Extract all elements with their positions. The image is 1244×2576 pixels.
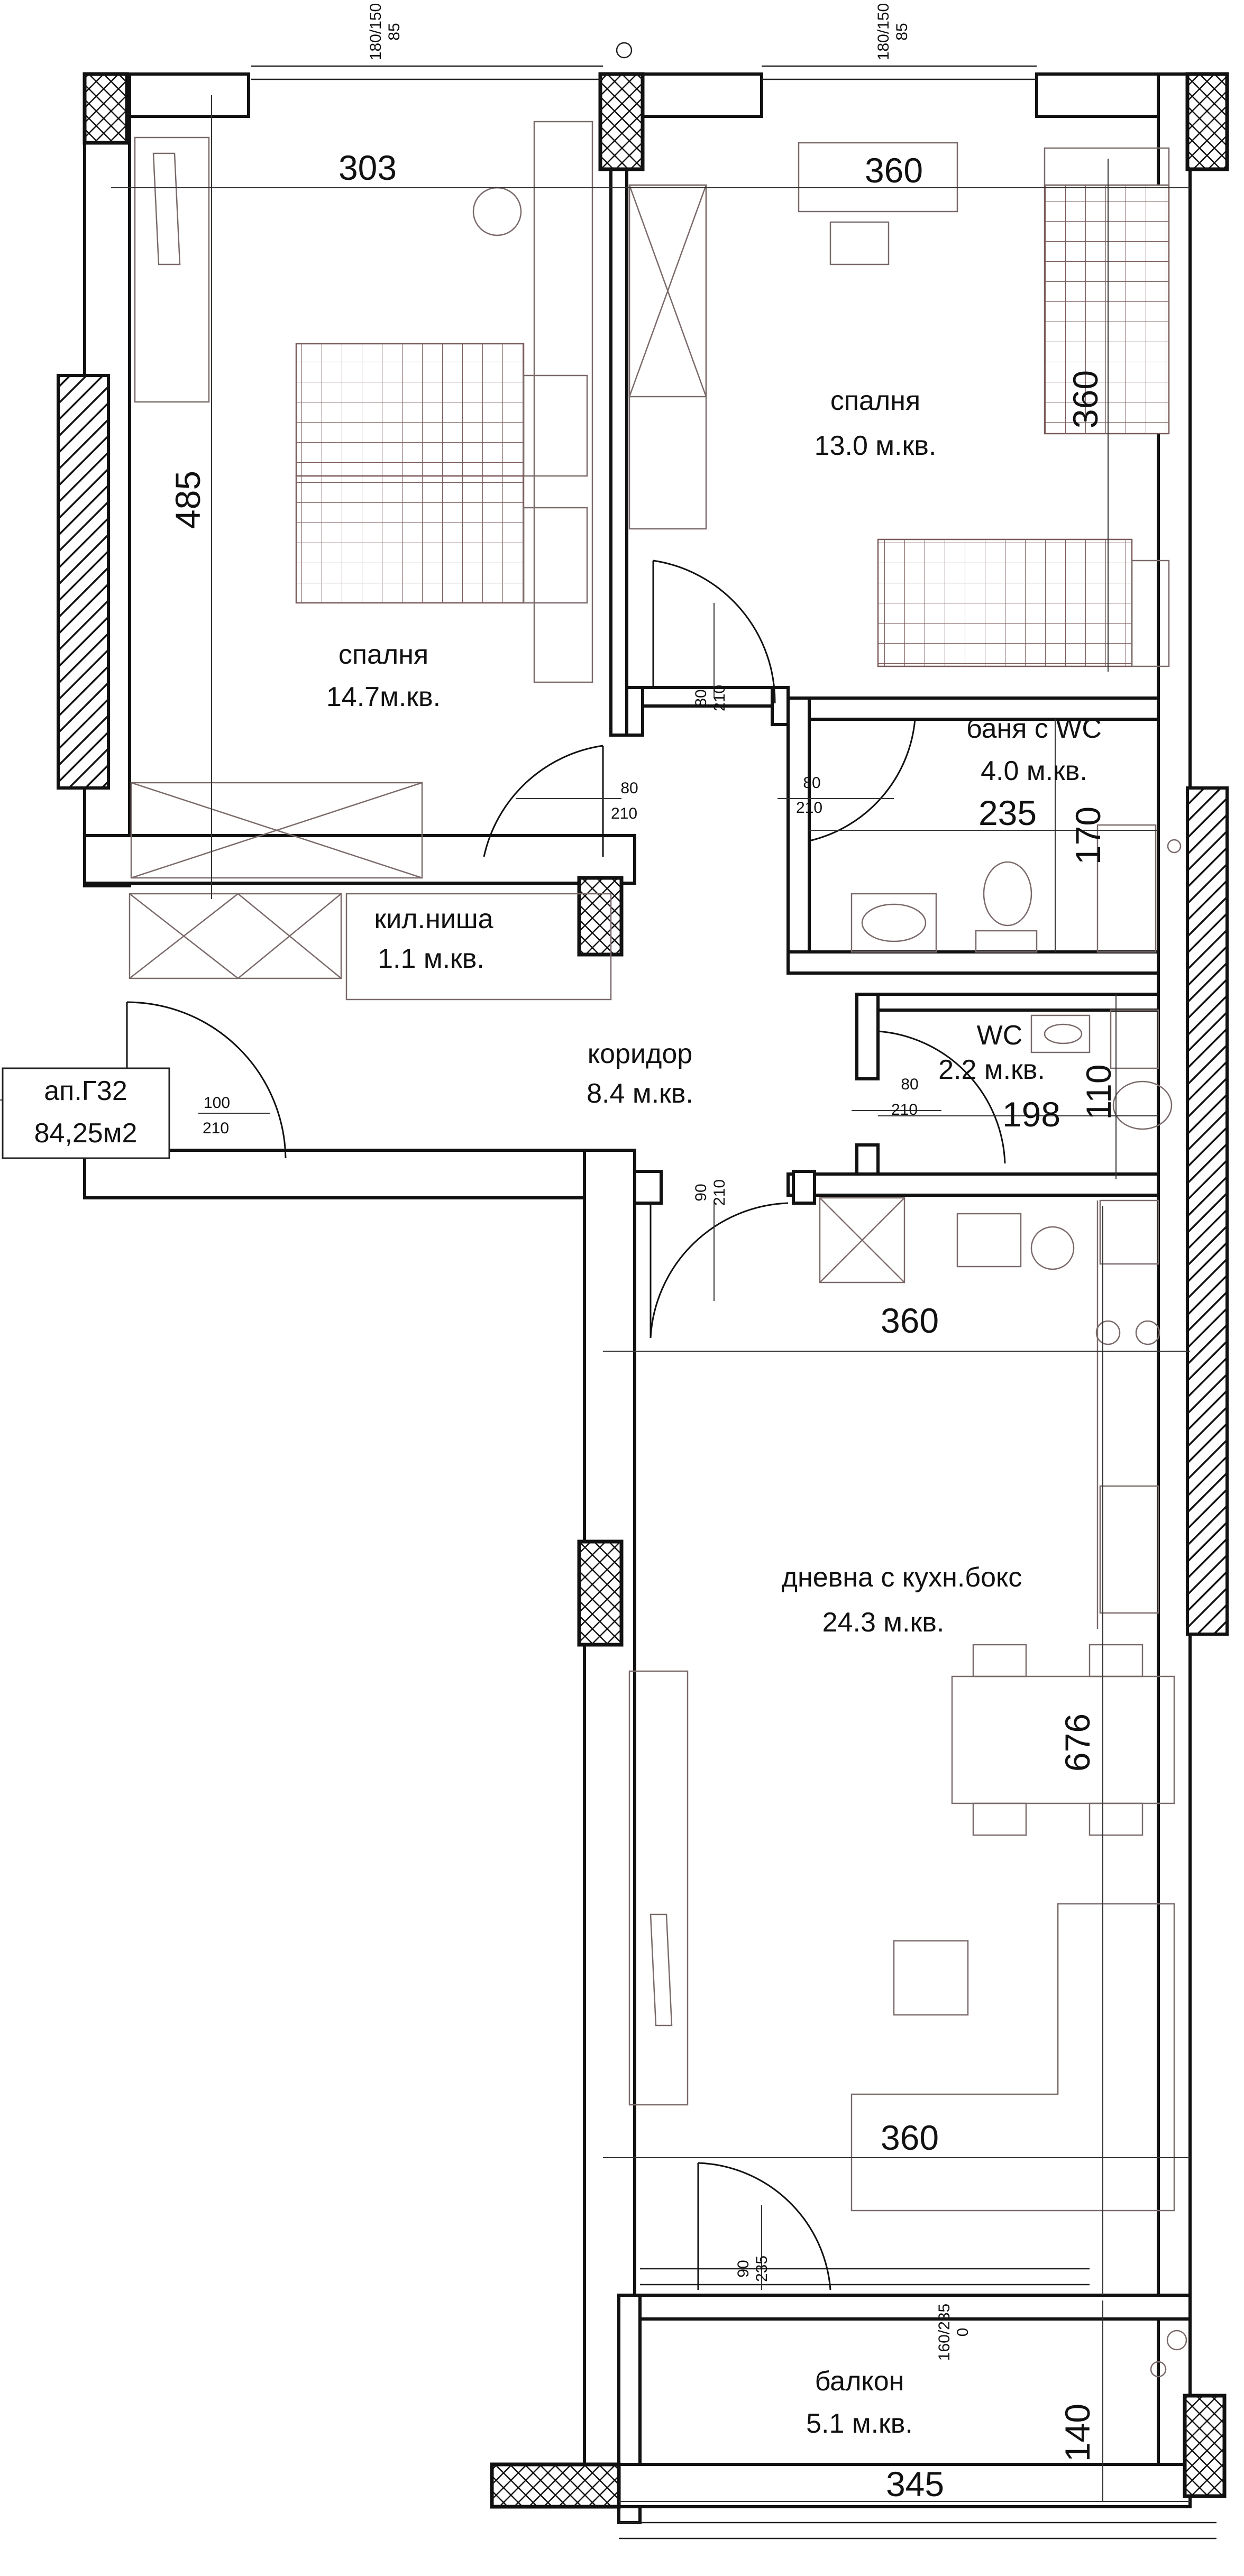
wc-name: WC xyxy=(977,1020,1023,1051)
dim-676: 676 xyxy=(1058,1713,1097,1772)
apartment-id: ап.Г32 xyxy=(44,1076,127,1106)
bathroom-name: баня с WC xyxy=(966,713,1102,744)
balcony-area: 5.1 м.кв. xyxy=(806,2408,913,2439)
door-entry-height: 210 xyxy=(203,1120,229,1137)
doors xyxy=(126,560,1006,2290)
balcony-name: балкон xyxy=(815,2366,904,2397)
dim-110: 110 xyxy=(1079,1064,1118,1120)
dim-235: 235 xyxy=(978,793,1037,832)
niche-area: 1.1 м.кв. xyxy=(378,943,484,974)
wc-area: 2.2 м.кв. xyxy=(938,1055,1045,1085)
dim-360-kitchen: 360 xyxy=(881,1301,939,1340)
door-bed1-width: 80 xyxy=(620,780,638,797)
door-bath-width: 80 xyxy=(803,774,820,792)
living-area: 24.3 м.кв. xyxy=(822,1607,945,1638)
dim-360-living: 360 xyxy=(881,2118,939,2157)
dimension-labels: 303 360 485 360 235 170 198 110 360 676 … xyxy=(168,148,1118,2504)
win2-size: 180/150 xyxy=(875,3,892,60)
dim-140: 140 xyxy=(1058,2404,1097,2462)
win2-sill: 85 xyxy=(893,23,911,40)
door-bath-height: 210 xyxy=(796,799,822,817)
windows xyxy=(251,42,1216,2540)
door-living-width: 90 xyxy=(692,1184,710,1201)
dim-360-bed: 360 xyxy=(1066,370,1105,428)
bathroom-area: 4.0 м.кв. xyxy=(981,756,1087,786)
walls xyxy=(83,72,1192,2524)
dim-485: 485 xyxy=(168,471,207,529)
dimension-lines xyxy=(0,95,1190,2502)
furniture xyxy=(129,121,1187,2378)
opening-labels: 180/150 85 180/150 85 80 210 80 210 80 2… xyxy=(203,3,972,2361)
door-bed2-height: 210 xyxy=(711,685,728,711)
door-wc-width: 80 xyxy=(901,1076,918,1093)
dim-345: 345 xyxy=(886,2464,944,2504)
win-balcony-size: 160/235 xyxy=(936,2304,953,2361)
bedroom1-name: спалня xyxy=(339,639,428,670)
dim-198: 198 xyxy=(1002,1095,1060,1134)
door-wc-height: 210 xyxy=(891,1101,918,1119)
door-bed2-width: 80 xyxy=(692,689,710,707)
win-balcony-sill: 0 xyxy=(954,2328,972,2337)
dim-303: 303 xyxy=(339,148,397,187)
room-labels: спалня 14.7м.кв. спалня 13.0 м.кв. баня … xyxy=(326,386,1102,2439)
bedroom2-name: спалня xyxy=(830,386,920,416)
win1-sill: 85 xyxy=(386,23,403,40)
door-entry-width: 100 xyxy=(204,1094,230,1112)
corridor-name: коридор xyxy=(588,1039,692,1069)
door-balcony-width: 90 xyxy=(735,2260,752,2277)
win1-size: 180/150 xyxy=(367,3,385,60)
door-balcony-height: 235 xyxy=(753,2256,771,2282)
bedroom2-area: 13.0 м.кв. xyxy=(815,430,937,461)
apartment-area: 84,25м2 xyxy=(34,1118,138,1149)
apartment-tag: ап.Г32 84,25м2 xyxy=(2,1067,170,1159)
corridor-area: 8.4 м.кв. xyxy=(587,1078,693,1109)
living-name: дневна с кухн.бокс xyxy=(782,1562,1022,1593)
door-living-height: 210 xyxy=(711,1179,728,1206)
dim-170: 170 xyxy=(1068,806,1108,865)
niche-name: кил.ниша xyxy=(374,904,493,934)
bedroom1-area: 14.7м.кв. xyxy=(326,682,441,712)
dim-360-top: 360 xyxy=(865,151,923,190)
columns xyxy=(57,72,1229,2509)
door-bed1-height: 210 xyxy=(611,805,637,822)
